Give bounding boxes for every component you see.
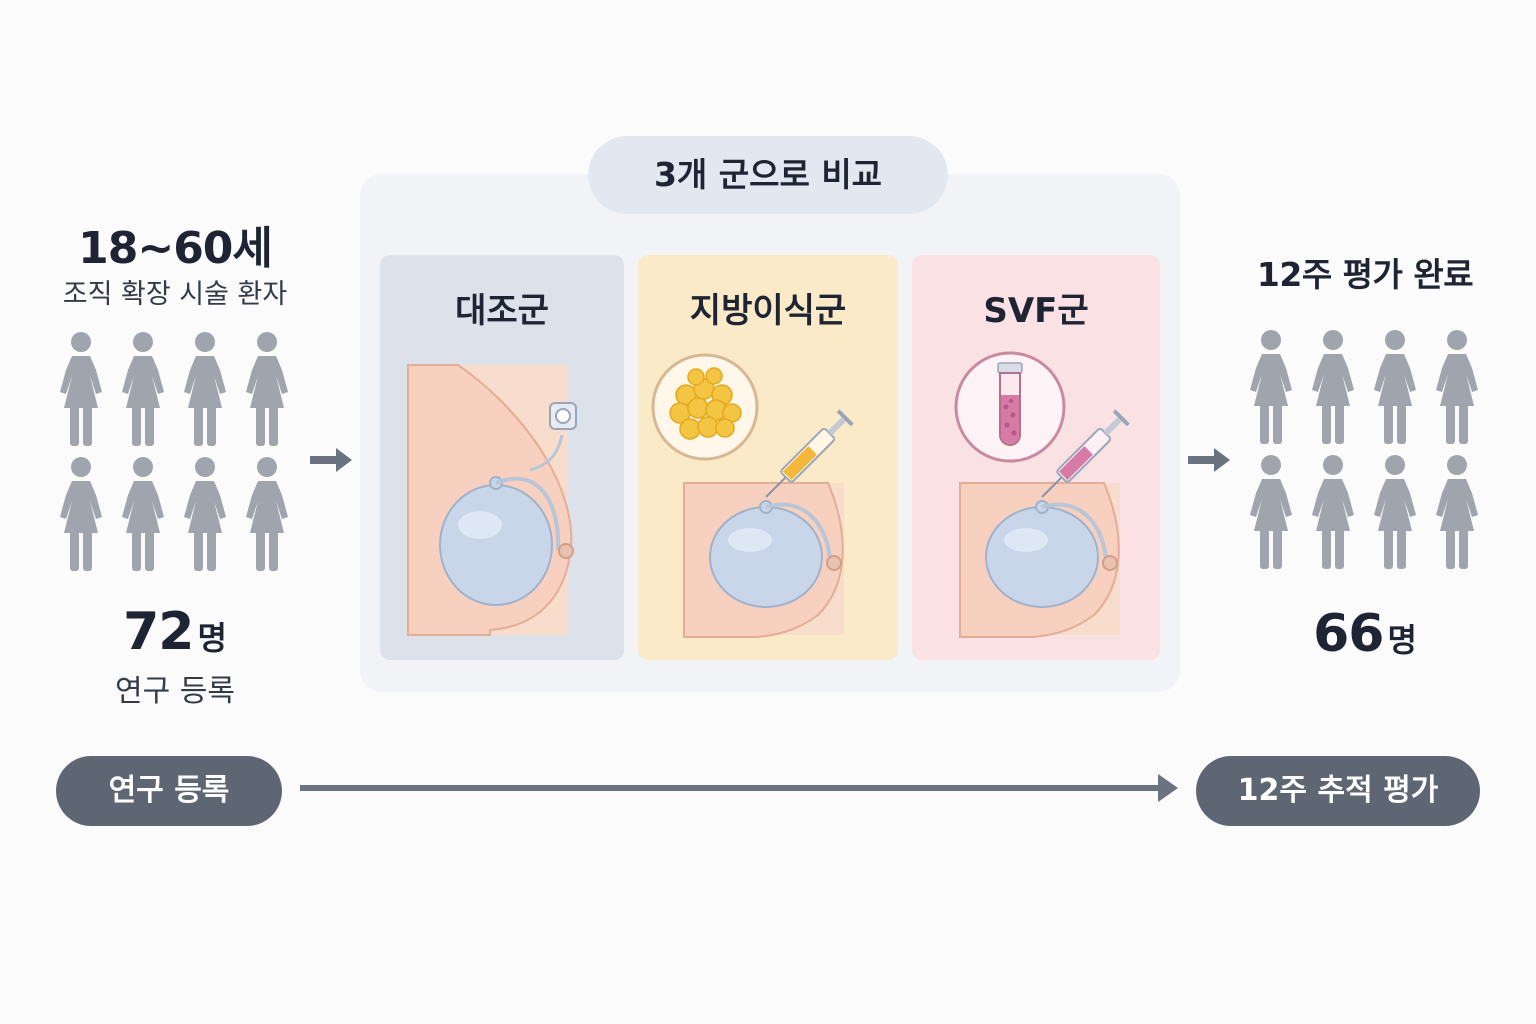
completed-count-number: 66: [1313, 604, 1384, 664]
enrolled-count-unit: 명: [197, 619, 227, 657]
completed-label: 12주 평가 완료: [1256, 255, 1474, 294]
person-icon: [122, 332, 164, 446]
timeline-start-pill: 연구 등록: [56, 756, 282, 826]
fat-graft-illustration: [651, 353, 854, 638]
tissue-expander-illustration: [407, 364, 577, 636]
group-svf-card: SVF군: [912, 255, 1160, 660]
person-icon: [1250, 455, 1292, 569]
person-icon: [184, 332, 226, 446]
group-control-card: 대조군: [380, 255, 624, 660]
group-svf-label: SVF군: [983, 291, 1089, 331]
person-icon: [122, 457, 164, 571]
person-icon: [1312, 455, 1354, 569]
completed-people-icons: [1240, 328, 1488, 578]
enrolled-count-number: 72: [123, 602, 194, 662]
group-control-label: 대조군: [455, 291, 549, 331]
completed-count-unit: 명: [1387, 621, 1417, 659]
person-icon: [1250, 330, 1292, 444]
person-icon: [1312, 330, 1354, 444]
flow-arrow-icon: [310, 448, 352, 472]
flow-arrow-icon: [1188, 448, 1230, 472]
person-icon: [1374, 330, 1416, 444]
person-icon: [246, 457, 288, 571]
person-icon: [1374, 455, 1416, 569]
person-icon: [246, 332, 288, 446]
svf-illustration: [954, 351, 1130, 638]
person-icon: [1436, 330, 1478, 444]
timeline-arrow-icon: [300, 774, 1178, 802]
population-label: 조직 확장 시술 환자: [62, 279, 288, 310]
person-icon: [1436, 455, 1478, 569]
enrolled-people-icons: [50, 330, 298, 580]
person-icon: [60, 332, 102, 446]
person-icon: [184, 457, 226, 571]
timeline-end-pill: 12주 추적 평가: [1196, 756, 1480, 826]
group-fat-graft-card: 지방이식군: [638, 255, 898, 660]
group-fat-graft-label: 지방이식군: [689, 291, 847, 331]
age-range-label: 18~60세: [78, 223, 273, 274]
comparison-title: 3개 군으로 비교: [588, 136, 948, 214]
person-icon: [60, 457, 102, 571]
enrolled-label: 연구 등록: [115, 674, 235, 709]
